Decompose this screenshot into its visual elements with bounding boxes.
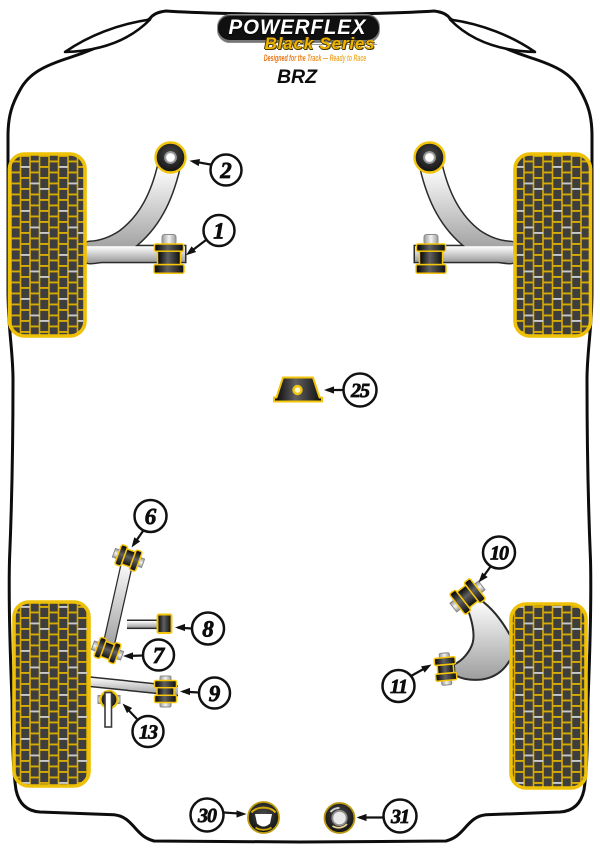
svg-text:25: 25 — [350, 380, 370, 402]
svg-text:11: 11 — [390, 676, 407, 698]
svg-text:2: 2 — [219, 158, 232, 183]
svg-text:13: 13 — [139, 722, 158, 744]
svg-text:7: 7 — [153, 643, 166, 668]
svg-text:10: 10 — [490, 543, 509, 565]
svg-text:30: 30 — [197, 805, 217, 827]
svg-text:9: 9 — [209, 681, 221, 706]
svg-text:6: 6 — [145, 504, 157, 529]
svg-text:1: 1 — [213, 219, 225, 244]
svg-text:8: 8 — [202, 617, 214, 642]
svg-text:31: 31 — [390, 806, 409, 828]
